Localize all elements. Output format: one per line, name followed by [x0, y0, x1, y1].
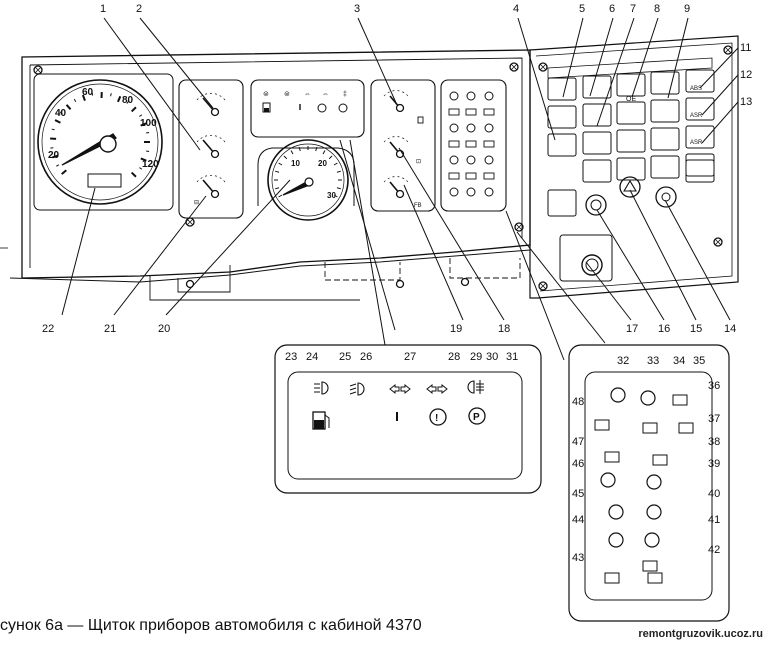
- speedo-tick-60: 60: [82, 87, 94, 98]
- detail-lamp-block-b: [569, 345, 729, 621]
- detail-lamp-block-a: ! P: [275, 345, 541, 493]
- callout-detail_b-16: 48: [572, 396, 584, 408]
- callout-detail_a-0: 23: [285, 351, 297, 363]
- callout-detail_a-1: 24: [306, 351, 318, 363]
- speedo-tick-40: 40: [55, 108, 67, 119]
- tacho-tick-30: 30: [327, 191, 336, 200]
- callout-bottom-4: 18: [498, 323, 510, 335]
- svg-text:P: P: [473, 412, 480, 423]
- callout-bottom-5: 17: [626, 323, 638, 335]
- callout-detail_b-7: 39: [708, 458, 720, 470]
- callout-detail_a-3: 26: [360, 351, 372, 363]
- callout-bottom-3: 19: [450, 323, 462, 335]
- callout-detail_b-10: 42: [708, 544, 720, 556]
- switch-panel: OE ABS ASR ASR: [530, 36, 738, 298]
- callout-main-6: 7: [630, 3, 636, 15]
- callout-bottom-7: 15: [690, 323, 702, 335]
- asr-label: ASR: [690, 140, 703, 146]
- callout-bottom-8: 14: [724, 323, 736, 335]
- speedo-tick-100: 100: [140, 118, 157, 129]
- figure-caption: сунок 6а — Щиток приборов автомобиля с к…: [0, 617, 422, 635]
- oe-label: OE: [626, 96, 636, 103]
- indicator-lamp-panel: [441, 80, 506, 211]
- callout-detail_b-4: 36: [708, 380, 720, 392]
- callout-bottom-0: 22: [42, 323, 54, 335]
- callout-detail_b-3: 35: [693, 355, 705, 367]
- leader-lines: [62, 18, 738, 360]
- callout-detail_b-9: 41: [708, 514, 720, 526]
- callout-detail_b-6: 38: [708, 436, 720, 448]
- callout-main-5: 6: [609, 3, 615, 15]
- callout-main-9: 11: [740, 42, 751, 54]
- callout-detail_a-4: 27: [404, 351, 416, 363]
- warning-lamp-strip: ⊜ ⊜ ⇔ ⇔ ‡: [251, 80, 364, 137]
- abs-label: ABS: [690, 86, 702, 92]
- callout-detail_b-8: 40: [708, 488, 720, 500]
- callout-detail_b-14: 46: [572, 458, 584, 470]
- callout-detail_b-2: 34: [673, 355, 685, 367]
- callout-main-11: 13: [740, 96, 752, 108]
- callout-main-0: 1: [100, 3, 106, 15]
- svg-text:⊟: ⊟: [194, 200, 199, 206]
- callout-main-1: 2: [136, 3, 142, 15]
- callout-detail_a-2: 25: [339, 351, 351, 363]
- speedo-tick-80: 80: [122, 95, 134, 106]
- callout-detail_b-12: 44: [572, 514, 584, 526]
- callout-main-7: 8: [654, 3, 660, 15]
- callout-main-4: 5: [579, 3, 585, 15]
- tacho-tick-20: 20: [318, 159, 327, 168]
- asr-reset-label: ASR: [690, 113, 703, 119]
- callout-detail_b-0: 32: [617, 355, 629, 367]
- callout-detail_b-1: 33: [647, 355, 659, 367]
- callout-detail_a-7: 30: [486, 351, 498, 363]
- svg-text:⊡: ⊡: [416, 159, 421, 165]
- speedo-tick-20: 20: [48, 150, 60, 161]
- callout-main-10: 12: [740, 69, 752, 81]
- callout-bottom-6: 16: [658, 323, 670, 335]
- left-gauge-cluster: ⊟: [179, 80, 243, 218]
- callout-detail_b-5: 37: [708, 413, 720, 425]
- svg-text:⇔: ⇔: [304, 91, 311, 98]
- speedometer: 20 40 60 80 100 120: [34, 74, 173, 210]
- svg-text:⊜: ⊜: [263, 91, 269, 98]
- callout-detail_a-8: 31: [506, 351, 518, 363]
- callout-bottom-2: 20: [158, 323, 170, 335]
- svg-text:⇔: ⇔: [322, 91, 329, 98]
- callout-detail_b-13: 45: [572, 488, 584, 500]
- callout-detail_a-5: 28: [448, 351, 460, 363]
- callout-main-2: 3: [354, 3, 360, 15]
- speedo-tick-120: 120: [142, 159, 159, 170]
- callout-detail_b-11: 43: [572, 552, 584, 564]
- svg-text:!: !: [435, 413, 438, 424]
- callout-main-3: 4: [513, 3, 519, 15]
- callout-detail_a-6: 29: [470, 351, 482, 363]
- callout-detail_b-15: 47: [572, 436, 584, 448]
- callout-main-8: 9: [684, 3, 690, 15]
- svg-text:‡: ‡: [343, 91, 347, 98]
- svg-text:FB: FB: [414, 203, 422, 209]
- watermark: remontgruzovik.ucoz.ru: [638, 628, 763, 640]
- callout-bottom-1: 21: [104, 323, 116, 335]
- tachometer: 10 20 30: [258, 140, 354, 220]
- tacho-tick-10: 10: [291, 159, 300, 168]
- svg-text:⊜: ⊜: [284, 91, 290, 98]
